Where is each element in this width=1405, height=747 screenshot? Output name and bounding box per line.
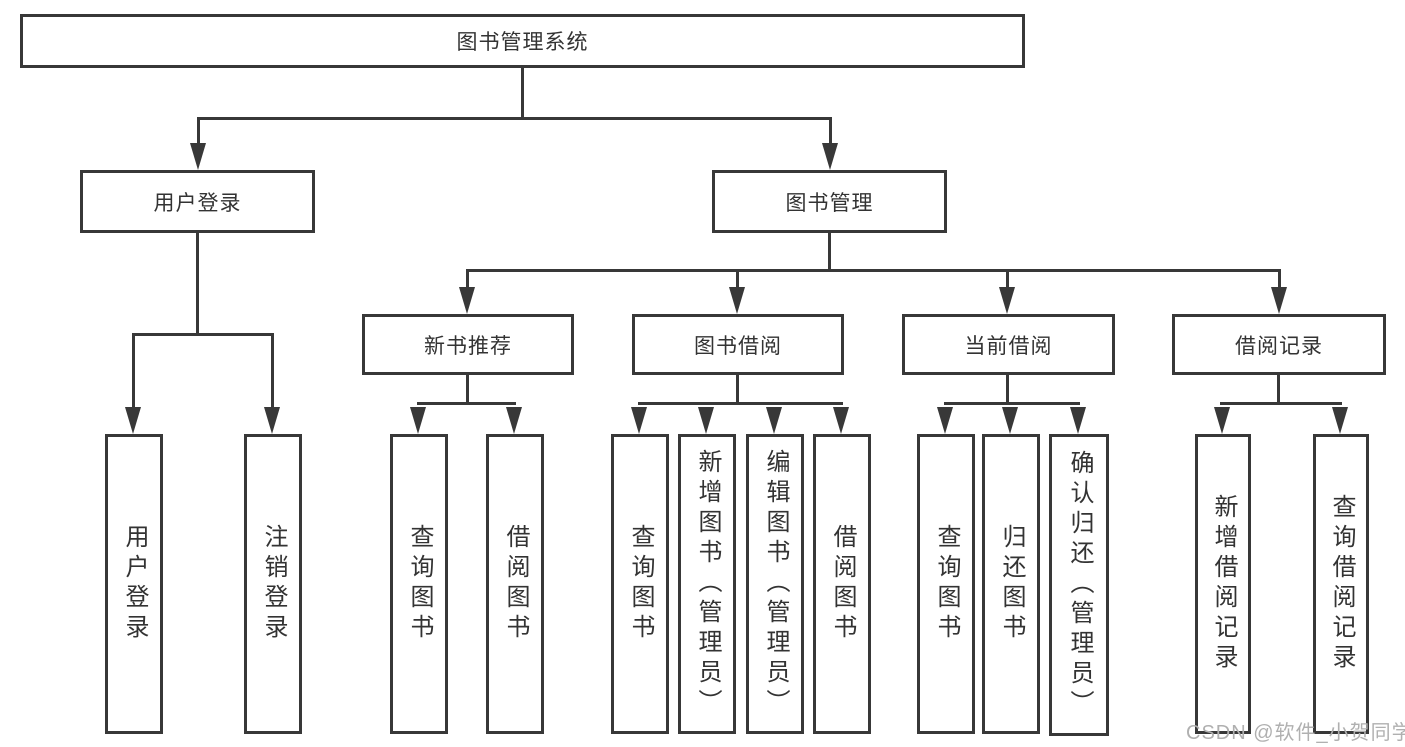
- arrow-down-icon: [459, 287, 475, 314]
- node-nb-borrow-books: 借阅图书: [486, 434, 544, 734]
- node-new-book-recommend: 新书推荐: [362, 314, 574, 375]
- node-label: 图书管理系统: [456, 31, 589, 54]
- node-leaf-user-login: 用户登录: [105, 434, 163, 734]
- connector-line: [466, 269, 1281, 272]
- node-book-management: 图书管理: [712, 170, 947, 233]
- node-label: 用户登录: [153, 191, 242, 215]
- arrow-down-icon: [698, 407, 714, 434]
- node-label: 图书管理: [785, 191, 874, 215]
- connector-line: [197, 117, 832, 120]
- node-label: 用户登录: [121, 524, 148, 644]
- node-bb-edit-books-admin: 编辑图书（管理员）: [746, 434, 804, 734]
- node-cb-confirm-return-admin: 确认归还（管理员）: [1049, 434, 1109, 736]
- connector-line: [197, 117, 200, 150]
- node-br-query-record: 查询借阅记录: [1313, 434, 1369, 734]
- node-label: 借阅记录: [1235, 334, 1323, 358]
- node-br-add-record: 新增借阅记录: [1195, 434, 1251, 734]
- node-label: 图书借阅: [694, 334, 782, 358]
- connector-line: [417, 402, 516, 405]
- connector-line: [132, 333, 274, 336]
- node-label: 编辑图书（管理员）: [762, 449, 789, 719]
- connector-line: [1006, 269, 1009, 293]
- node-label: 新书推荐: [424, 334, 512, 358]
- node-label: 归还图书: [998, 524, 1025, 644]
- node-label: 查询借阅记录: [1328, 494, 1355, 674]
- connector-line: [829, 117, 832, 150]
- connector-line: [944, 402, 1080, 405]
- node-user-login: 用户登录: [80, 170, 315, 233]
- connector-line: [1006, 375, 1009, 404]
- arrow-down-icon: [1214, 407, 1230, 434]
- arrow-down-icon: [822, 143, 838, 170]
- watermark: CSDN @软件_小贺同学: [1186, 722, 1405, 744]
- arrow-down-icon: [999, 287, 1015, 314]
- connector-line: [1277, 375, 1280, 404]
- node-bb-borrow-books: 借阅图书: [813, 434, 871, 734]
- connector-line: [736, 375, 739, 404]
- arrow-down-icon: [125, 407, 141, 434]
- arrow-down-icon: [631, 407, 647, 434]
- node-label: 注销登录: [260, 524, 287, 644]
- connector-line: [466, 269, 469, 293]
- connector-line: [638, 402, 843, 405]
- node-cb-query-books: 查询图书: [917, 434, 975, 734]
- node-cb-return-books: 归还图书: [982, 434, 1040, 734]
- connector-line: [736, 269, 739, 293]
- arrow-down-icon: [729, 287, 745, 314]
- node-label: 借阅图书: [502, 524, 529, 644]
- arrow-down-icon: [506, 407, 522, 434]
- arrow-down-icon: [1070, 407, 1086, 434]
- connector-line: [132, 333, 135, 411]
- node-borrowing-records: 借阅记录: [1172, 314, 1386, 375]
- connector-line: [521, 68, 524, 119]
- node-nb-query-books: 查询图书: [390, 434, 448, 734]
- arrow-down-icon: [1271, 287, 1287, 314]
- connector-line: [466, 375, 469, 404]
- node-label: 查询图书: [406, 524, 433, 644]
- node-root: 图书管理系统: [20, 14, 1025, 68]
- arrow-down-icon: [1332, 407, 1348, 434]
- connector-line: [828, 233, 831, 272]
- connector-line: [1278, 269, 1281, 293]
- arrow-down-icon: [264, 407, 280, 434]
- arrow-down-icon: [1002, 407, 1018, 434]
- node-label: 当前借阅: [964, 334, 1053, 358]
- node-label: 查询图书: [627, 524, 654, 644]
- node-current-borrowing: 当前借阅: [902, 314, 1115, 375]
- node-book-borrowing: 图书借阅: [632, 314, 844, 375]
- node-label: 新增借阅记录: [1210, 494, 1237, 674]
- node-bb-add-books-admin: 新增图书（管理员）: [678, 434, 736, 734]
- node-bb-query-books: 查询图书: [611, 434, 669, 734]
- arrow-down-icon: [190, 143, 206, 170]
- arrow-down-icon: [410, 407, 426, 434]
- node-leaf-logout: 注销登录: [244, 434, 302, 734]
- arrow-down-icon: [833, 407, 849, 434]
- connector-line: [1220, 402, 1342, 405]
- node-label: 新增图书（管理员）: [694, 449, 721, 719]
- connector-line: [196, 233, 199, 335]
- connector-line: [271, 333, 274, 411]
- arrow-down-icon: [937, 407, 953, 434]
- node-label: 借阅图书: [829, 524, 856, 644]
- arrow-down-icon: [766, 407, 782, 434]
- node-label: 查询图书: [933, 524, 960, 644]
- node-label: 确认归还（管理员）: [1066, 450, 1093, 720]
